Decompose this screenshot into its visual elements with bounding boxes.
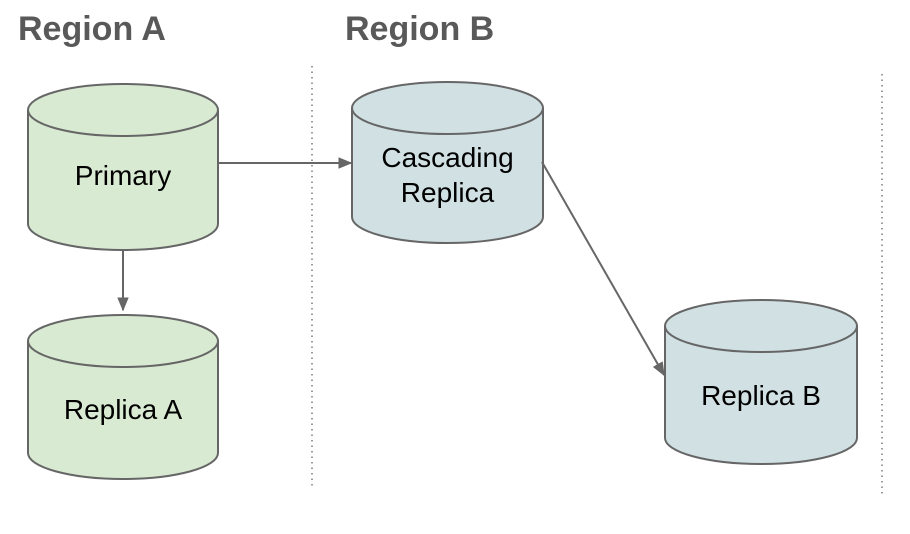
node-primary: Primary [27, 83, 219, 251]
replica-a-cylinder-top [27, 314, 219, 368]
replica-a-cylinder-body [27, 341, 219, 480]
primary-cylinder-top [27, 83, 219, 137]
cascading-replica-cylinder-top [351, 81, 544, 135]
node-replica-b: Replica B [664, 299, 858, 465]
node-cascading-replica: Cascading Replica [351, 81, 544, 244]
node-replica-a: Replica A [27, 314, 219, 480]
replica-b-label: Replica B [701, 380, 821, 411]
replica-a-label: Replica A [64, 394, 183, 425]
primary-label: Primary [75, 160, 171, 191]
region-a-heading: Region A [18, 10, 166, 48]
region-b-heading: Region B [345, 10, 494, 48]
replica-b-cylinder-top [664, 299, 858, 353]
edge-cascading-replica-to-replica-b [541, 161, 665, 377]
cascading-replica-label-line2: Replica [401, 177, 495, 208]
cascading-replica-label-line1: Cascading [381, 142, 513, 173]
cascading-replica-cylinder-body [351, 108, 544, 244]
replica-b-cylinder-body [664, 326, 858, 465]
